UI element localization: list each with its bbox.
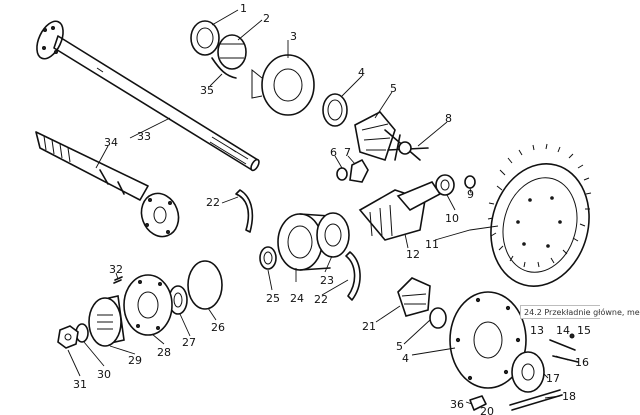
label-31: 31 [73, 378, 87, 391]
label-22-lower: 22 [314, 293, 328, 306]
label-36: 36 [450, 398, 464, 411]
label-4-lower: 4 [402, 352, 409, 365]
washer-5-lower [429, 307, 447, 329]
housing-4-lower [449, 291, 527, 389]
axle-shaft-34 [35, 131, 180, 238]
label-1: 1 [240, 2, 247, 15]
clip-22-upper [235, 189, 254, 233]
bevel-gear-5 [354, 110, 396, 162]
oring-26 [187, 260, 223, 310]
clip-36 [469, 395, 487, 411]
bearing-10 [435, 174, 455, 196]
bolt-18 [509, 389, 563, 411]
label-2: 2 [263, 12, 270, 25]
label-34: 34 [104, 136, 118, 149]
label-3: 3 [290, 30, 297, 43]
ring-35 [211, 57, 237, 79]
label-35: 35 [200, 84, 214, 97]
pinion-gear-21 [397, 277, 431, 317]
seal-25 [259, 246, 277, 270]
carrier-3 [251, 54, 315, 116]
label-6: 6 [330, 146, 337, 159]
label-27: 27 [182, 336, 196, 349]
label-30: 30 [97, 368, 111, 381]
label-5-lower: 5 [396, 340, 403, 353]
part-number-labels: 1 2 3 35 4 5 8 33 34 6 7 10 9 12 11 22 2… [73, 2, 591, 415]
label-29: 29 [128, 354, 142, 367]
cage-2 [217, 34, 247, 70]
bolt-32 [113, 276, 123, 284]
spider-8 [384, 129, 429, 161]
label-12: 12 [406, 248, 420, 261]
label-26: 26 [211, 321, 225, 334]
label-9: 9 [467, 188, 474, 201]
label-20: 20 [480, 405, 494, 415]
label-18: 18 [562, 390, 576, 403]
ring-9 [464, 175, 476, 189]
housing-24 [277, 212, 350, 271]
label-10: 10 [445, 212, 459, 225]
washer-4 [322, 93, 348, 127]
label-24: 24 [290, 292, 304, 305]
exploded-parts-diagram: 1 2 3 35 4 5 8 33 34 6 7 10 9 12 11 22 2… [35, 2, 592, 415]
label-14: 14 [556, 324, 570, 337]
label-11: 11 [425, 238, 439, 251]
label-32: 32 [109, 263, 123, 276]
leader-lines [67, 9, 569, 405]
label-21: 21 [362, 320, 376, 333]
figure-caption-tooltip: 24.2 Przekładnie główne, me [520, 305, 640, 319]
clip-22-lower [345, 251, 361, 301]
seal-27 [168, 285, 188, 315]
label-25: 25 [266, 292, 280, 305]
axle-shaft-33 [36, 20, 260, 172]
label-23: 23 [320, 274, 334, 287]
nut-31 [57, 325, 79, 349]
label-16: 16 [575, 356, 589, 369]
label-5: 5 [390, 82, 397, 95]
label-7: 7 [344, 146, 351, 159]
hub-28 [123, 274, 173, 336]
label-28: 28 [157, 346, 171, 359]
label-4: 4 [358, 66, 365, 79]
pinion-12 [358, 181, 442, 241]
label-17: 17 [546, 372, 560, 385]
label-15: 15 [577, 324, 591, 337]
flange-29 [88, 295, 125, 347]
pin-13-14-15-16 [549, 333, 579, 363]
label-22-upper: 22 [206, 196, 220, 209]
label-8: 8 [445, 112, 452, 125]
washer-6 [336, 167, 348, 181]
label-33: 33 [137, 130, 151, 143]
ring-gear-11 [487, 143, 592, 287]
gear-7 [349, 158, 369, 183]
bearing-1 [190, 20, 220, 56]
carrier-17 [511, 351, 545, 393]
label-13: 13 [530, 324, 544, 337]
